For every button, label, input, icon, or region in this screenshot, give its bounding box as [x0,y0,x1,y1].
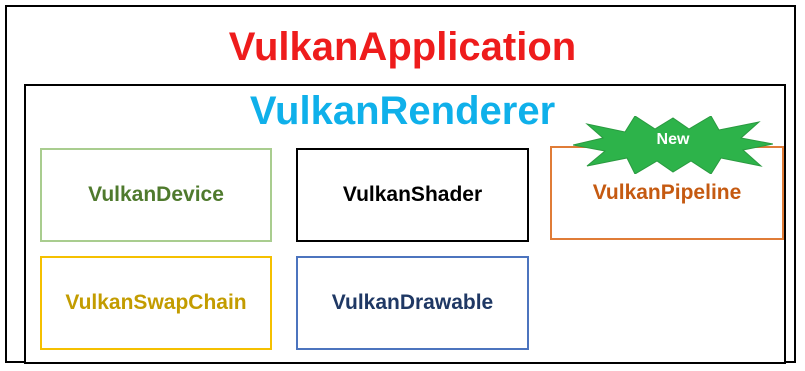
new-badge-starburst-icon [573,116,773,174]
application-title: VulkanApplication [228,25,577,69]
vulkan-swapchain-box: VulkanSwapChain [40,256,272,350]
new-badge-label: New [656,131,690,148]
renderer-title: VulkanRenderer [249,89,556,133]
vulkan-device-label: VulkanDevice [88,183,224,206]
vulkan-drawable-label: VulkanDrawable [331,291,494,314]
vulkan-pipeline-label: VulkanPipeline [592,181,742,204]
vulkan-drawable-box: VulkanDrawable [296,256,529,350]
vulkan-swapchain-label: VulkanSwapChain [65,291,247,314]
vulkan-device-box: VulkanDevice [40,148,272,242]
vulkan-shader-box: VulkanShader [296,148,529,242]
vulkan-shader-label: VulkanShader [342,183,483,206]
